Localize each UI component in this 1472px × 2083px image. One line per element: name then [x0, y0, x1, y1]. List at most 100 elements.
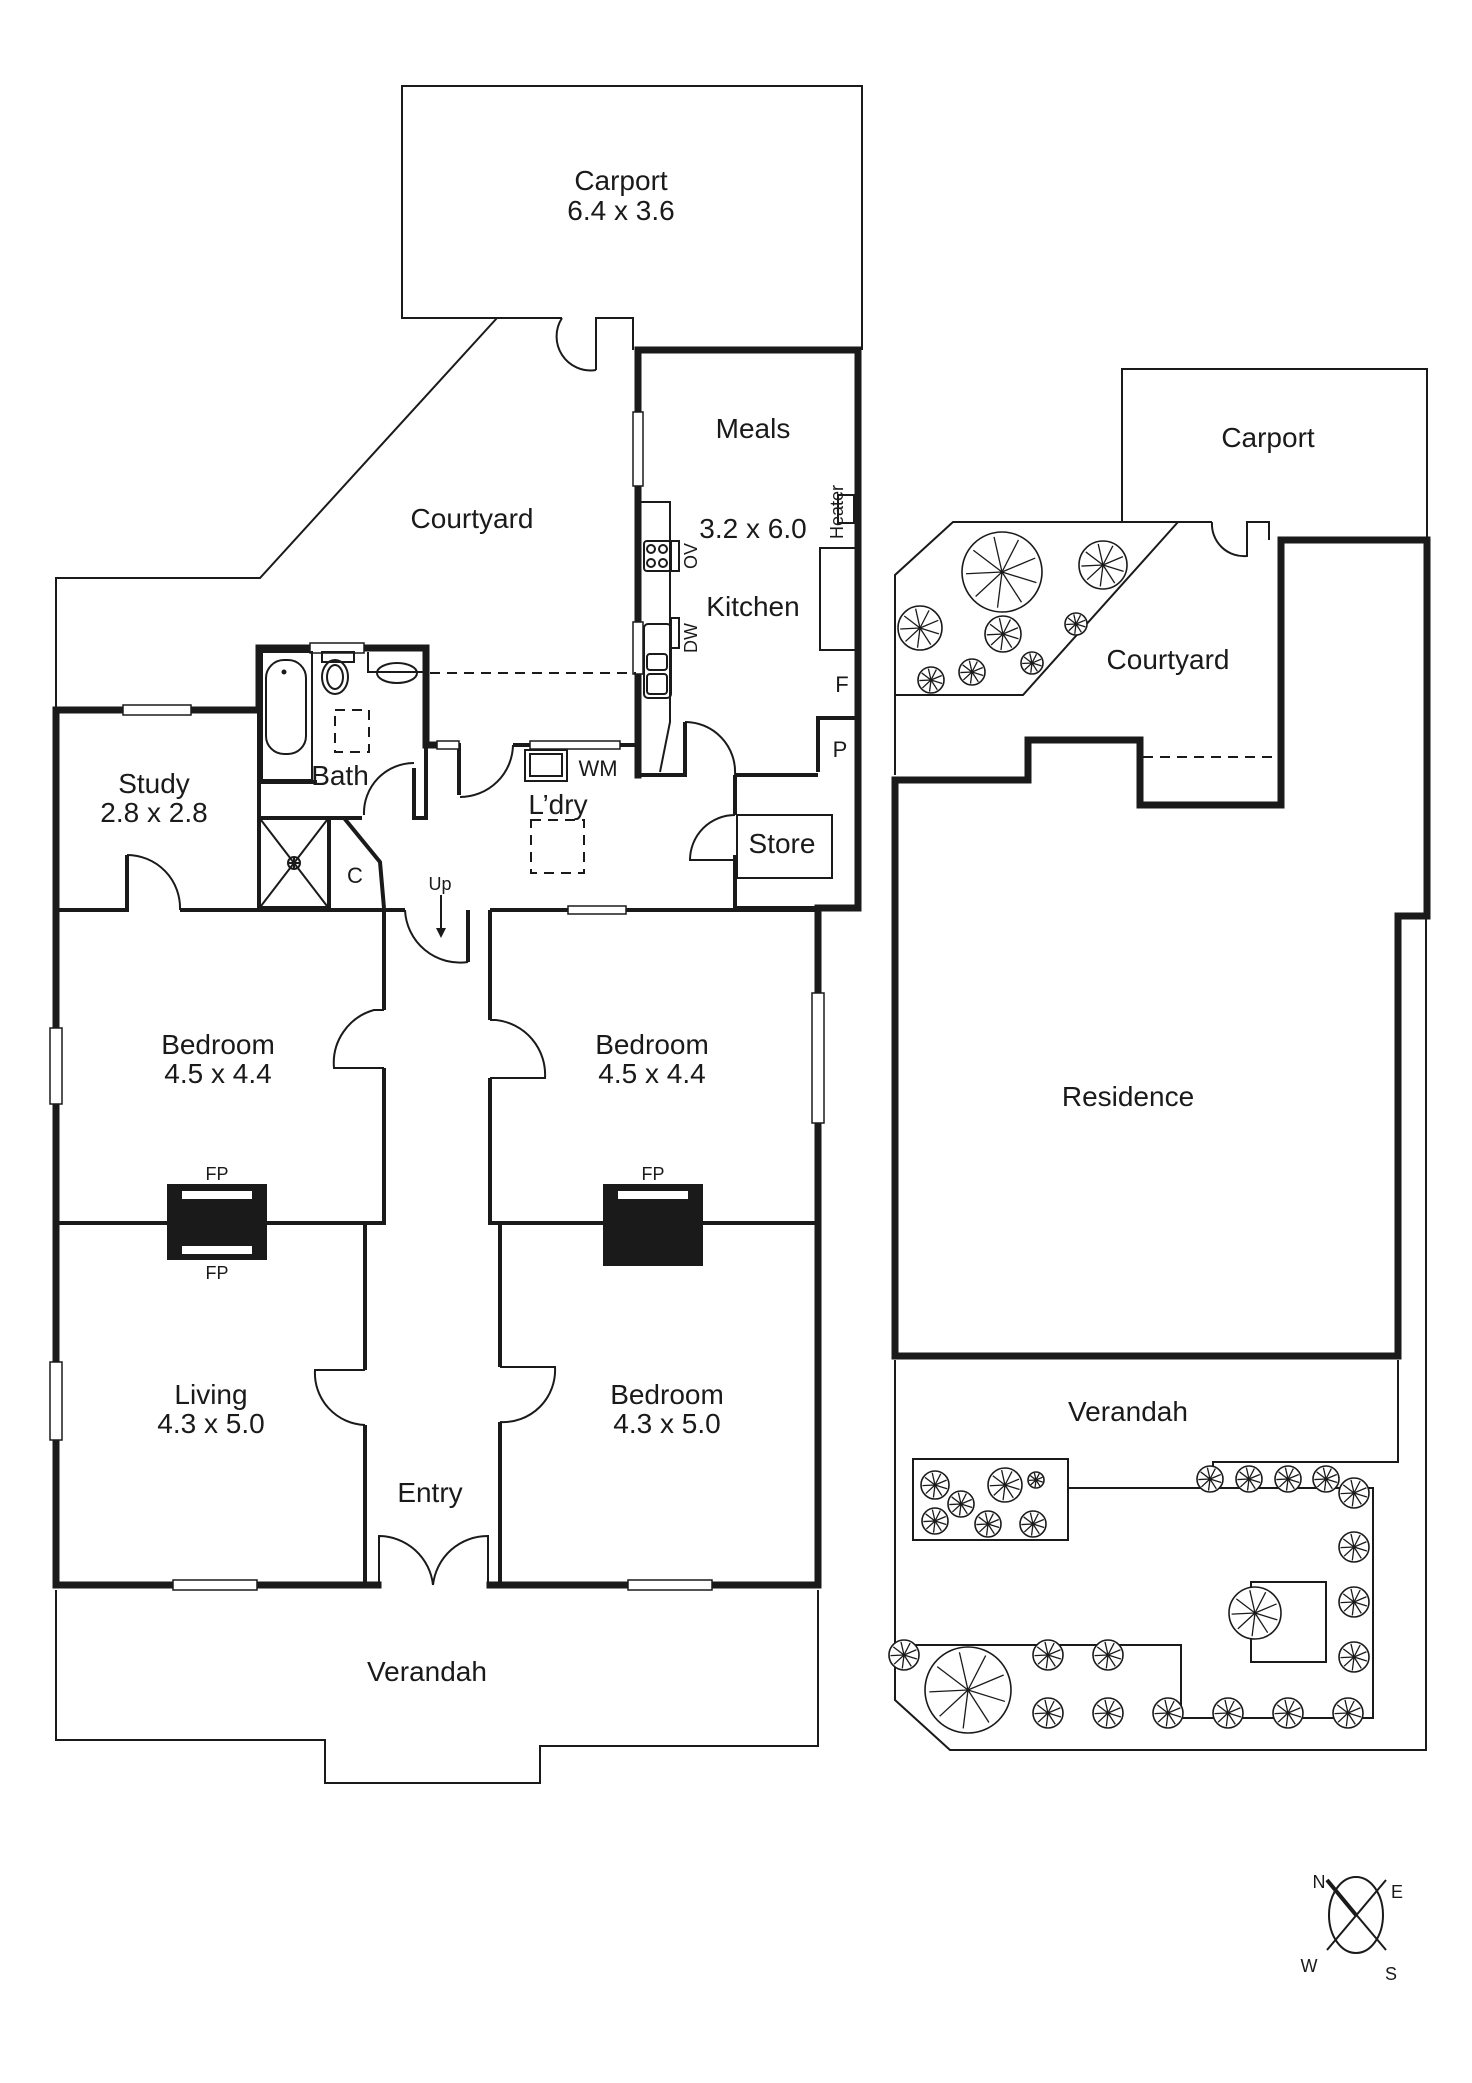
site-courtyard-label: Courtyard: [1107, 644, 1230, 675]
window: [632, 621, 644, 675]
compass-icon: N E W S: [1301, 1872, 1404, 1984]
site-courtyard-outline: [894, 521, 1178, 775]
tree-icon: [1312, 1465, 1340, 1493]
window: [122, 704, 192, 716]
fireplace-label: FP: [641, 1164, 664, 1184]
tree-icon: [1338, 1641, 1370, 1673]
tree-icon: [1152, 1697, 1184, 1729]
tree-icon: [1235, 1465, 1263, 1493]
garden-bed: [895, 521, 1179, 696]
fireplace-label: FP: [205, 1263, 228, 1283]
tree-icon: [1064, 612, 1088, 636]
window: [529, 740, 621, 750]
store-label: Store: [749, 828, 816, 859]
heater-icon: [837, 494, 855, 524]
carport-door-swing: [555, 317, 597, 372]
compass-north: N: [1313, 1872, 1326, 1892]
tree-icon: [1032, 1639, 1064, 1671]
site-door: [1178, 521, 1270, 558]
site-residence-label: Residence: [1062, 1081, 1194, 1112]
entry-door-swing: [378, 1534, 489, 1586]
compass-east: E: [1391, 1882, 1403, 1902]
tree-icon: [1032, 1697, 1064, 1729]
stairs-label: Up: [428, 874, 451, 894]
tree-icon: [974, 1510, 1002, 1538]
site-carport-outline: [1121, 368, 1428, 540]
study-dims: 2.8 x 2.8: [100, 797, 207, 828]
window: [49, 1361, 63, 1441]
tree-icon: [1272, 1697, 1304, 1729]
tree-icon: [1212, 1697, 1244, 1729]
bedroom-3-door-swing: [499, 1366, 557, 1424]
window: [172, 1579, 258, 1591]
window: [632, 411, 644, 487]
tree-icon: [1332, 1697, 1364, 1729]
window: [627, 1579, 713, 1591]
arrow-icon: [436, 928, 446, 938]
courtyard-label: Courtyard: [411, 503, 534, 534]
tree-icon: [1027, 1471, 1045, 1489]
bathtub-icon: [261, 651, 313, 781]
tree-icon: [924, 1646, 1012, 1734]
oven-label: OV: [681, 543, 701, 569]
carport-door-wall: [497, 317, 634, 370]
tree-icon: [984, 615, 1022, 653]
shower-icon: [257, 816, 331, 910]
kitchen-bottom-wall: [638, 722, 818, 777]
washing-machine-icon: [524, 749, 568, 782]
tree-icon: [1078, 540, 1128, 590]
tree-icon: [1338, 1586, 1370, 1618]
store-door-swing: [688, 814, 736, 861]
bedroom-1-door-swing: [332, 1009, 384, 1069]
site-carport-label: Carport: [1221, 422, 1315, 453]
verandah-label: Verandah: [367, 1656, 487, 1687]
bedroom-1-wall: [56, 910, 386, 1225]
tree-icon: [1274, 1465, 1302, 1493]
window: [436, 740, 460, 750]
pantry-label: P: [833, 737, 848, 762]
tree-icon: [897, 605, 943, 651]
kitchen-door-swing: [684, 720, 737, 776]
study-door-swing: [126, 854, 182, 911]
tree-icon: [920, 1470, 950, 1500]
bath-door-swing: [362, 762, 415, 816]
bath-internal-wall: [257, 708, 428, 908]
main-house-plan: OV DW Heater F P: [49, 85, 863, 1784]
sink-icon: [643, 617, 680, 699]
bath-wall: [255, 644, 441, 749]
window: [49, 1027, 63, 1105]
bedroom-2-label: Bedroom: [595, 1029, 709, 1060]
tree-icon: [921, 1507, 949, 1535]
store-cupboard: [736, 814, 833, 879]
living-label: Living: [174, 1379, 247, 1410]
meals-dims: 3.2 x 6.0: [699, 513, 806, 544]
hall-wall: [384, 908, 818, 962]
tree-icon: [1228, 1586, 1282, 1640]
kitchen-bench: [641, 501, 671, 773]
bath-label: Bath: [311, 760, 369, 791]
trees: [888, 531, 1370, 1734]
tree-icon: [917, 666, 945, 694]
bedroom-2-dims: 4.5 x 4.4: [598, 1058, 705, 1089]
heater-label: Heater: [827, 485, 847, 539]
fridge-label: F: [835, 672, 848, 697]
carport-outline: [401, 85, 863, 350]
site-verandah-outline: [894, 916, 1427, 1751]
meals-label: Meals: [716, 413, 791, 444]
cupboard-label: C: [347, 863, 363, 888]
bedroom-1-label: Bedroom: [161, 1029, 275, 1060]
laundry-door-swing: [459, 744, 514, 798]
tree-icon: [947, 1490, 975, 1518]
kitchen-label: Kitchen: [706, 591, 799, 622]
bedroom-2-wall: [488, 910, 818, 1225]
bedroom-2-door-swing: [490, 1019, 547, 1079]
window: [811, 992, 825, 1124]
fireplace-label: FP: [205, 1164, 228, 1184]
bedroom-1-dims: 4.5 x 4.4: [164, 1058, 271, 1089]
tree-icon: [1020, 651, 1044, 675]
site-verandah-label: Verandah: [1068, 1396, 1188, 1427]
tree-icon: [888, 1639, 920, 1671]
tree-icon: [1196, 1465, 1224, 1493]
bedroom-3-dims: 4.3 x 5.0: [613, 1408, 720, 1439]
